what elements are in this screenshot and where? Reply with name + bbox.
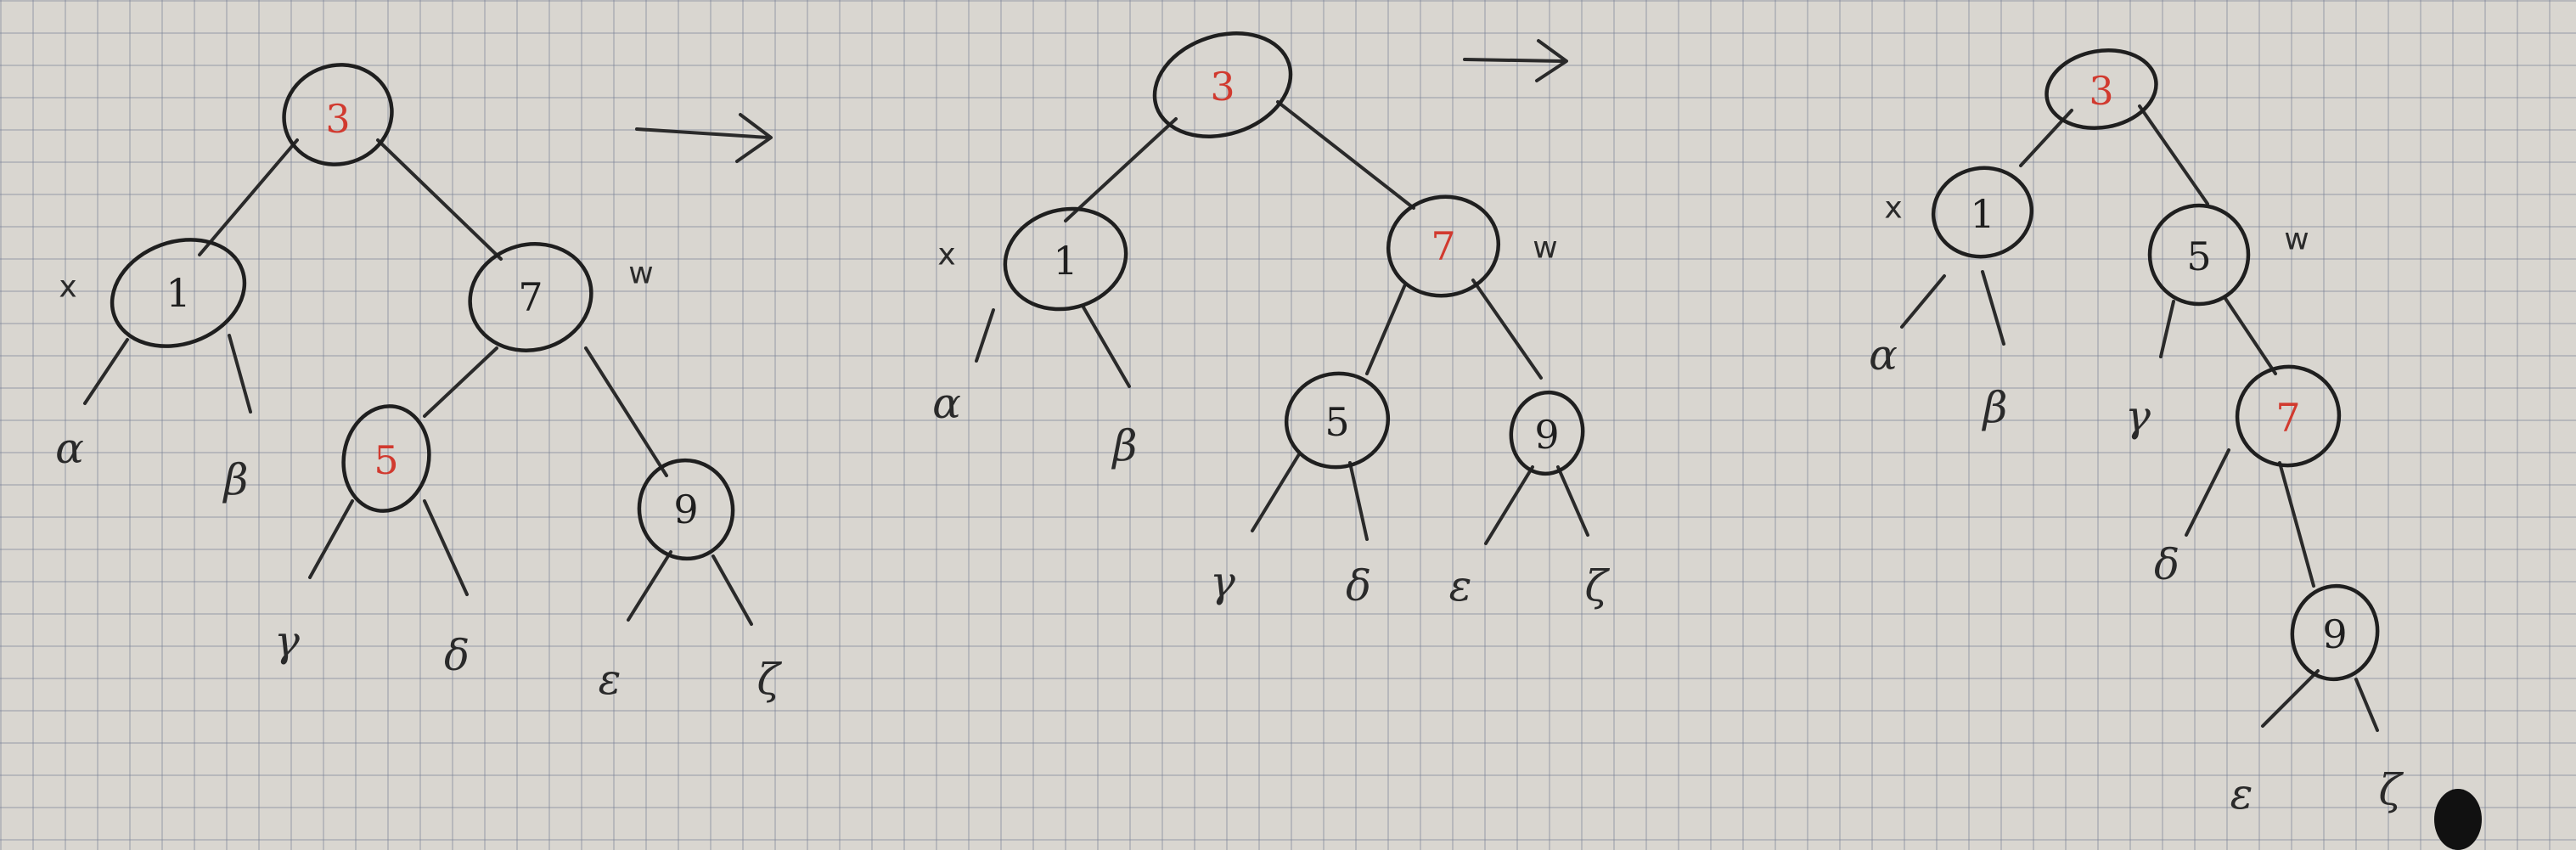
leaf-alpha: α	[932, 379, 961, 428]
node-5: 5	[341, 404, 431, 513]
node-9-key: 9	[2322, 611, 2347, 657]
edge-7-9	[1471, 279, 1543, 380]
node-9: 9	[637, 458, 735, 561]
edge-9-zeta	[2354, 678, 2379, 732]
tree-3: 3 1 x 5 w 7 9 α β γ δ ε ζ	[1869, 48, 2404, 819]
node-3-key: 3	[1210, 64, 1235, 110]
leaf-delta: δ	[444, 631, 470, 680]
node-3-key: 3	[2089, 68, 2113, 114]
edge-9-epsilon	[2261, 669, 2320, 728]
edge-7-9	[2278, 461, 2315, 588]
leaf-epsilon: ε	[1449, 561, 1472, 611]
ink-blot	[2434, 789, 2482, 850]
edge-7-delta	[2185, 448, 2230, 537]
node-1-key: 1	[166, 270, 190, 316]
node-7: 7	[2235, 364, 2342, 468]
node-7-key: 7	[518, 274, 543, 320]
edge-5-gamma	[1251, 453, 1301, 532]
node-5-key: 5	[2186, 234, 2211, 279]
edge-7-5	[1365, 283, 1407, 375]
node-7-key: 7	[1431, 223, 1455, 269]
edge-3-7	[376, 138, 503, 261]
node-5: 5	[2147, 203, 2251, 307]
node-5-key: 5	[374, 437, 398, 483]
node-7: 7	[468, 242, 593, 352]
leaf-alpha: α	[55, 424, 84, 473]
edge-1-beta	[1081, 304, 1131, 388]
leaf-delta: δ	[1346, 561, 1371, 611]
arrow-2: →	[1463, 39, 1568, 82]
tree-2: 3 1 x 7 w 5 9 α β γ δ ε ζ	[932, 31, 1610, 611]
node-1: 1	[1931, 166, 2034, 259]
node-9: 9	[1509, 390, 1585, 476]
edge-1-alpha	[83, 338, 129, 405]
edge-9-epsilon	[627, 550, 672, 622]
edge-5-gamma	[308, 499, 354, 579]
leaf-gamma: γ	[1210, 557, 1235, 606]
edge-5-delta	[423, 499, 469, 596]
node-7: 7	[1386, 194, 1501, 298]
edge-7-9	[584, 346, 668, 477]
node-9-key: 9	[673, 487, 698, 532]
edge-5-7	[2223, 296, 2277, 375]
edge-1-alpha	[975, 308, 995, 363]
node-7-tag: w	[1533, 231, 1557, 266]
node-7-key: 7	[2275, 395, 2300, 441]
edge-9-zeta	[711, 554, 753, 626]
node-1-key: 1	[1053, 238, 1077, 284]
edge-9-epsilon	[1484, 465, 1534, 545]
edge-5-gamma	[2159, 300, 2175, 358]
edge-3-1	[1064, 117, 1178, 222]
tree-1: 3 1 x 7 w 5 9 α β γ δ ε ζ	[55, 63, 782, 704]
edge-5-delta	[1348, 461, 1369, 541]
leaf-gamma: γ	[274, 616, 300, 666]
node-1: 1	[1003, 206, 1128, 312]
leaf-beta: β	[1982, 383, 2008, 432]
arrow-1: →	[635, 113, 773, 163]
leaf-zeta: ζ	[2378, 765, 2404, 814]
leaf-beta: β	[1111, 421, 1138, 470]
edge-3-5	[2138, 104, 2209, 205]
edge-7-5	[423, 346, 498, 418]
node-5: 5	[1284, 371, 1391, 470]
edge-3-7	[1276, 100, 1415, 210]
node-7-tag: w	[628, 256, 653, 291]
node-9-key: 9	[1534, 412, 1559, 458]
edge-9-zeta	[1556, 465, 1589, 537]
node-5-tag: w	[2284, 222, 2309, 257]
node-9: 9	[2290, 583, 2380, 682]
node-3: 3	[2044, 48, 2158, 130]
node-1-tag: x	[937, 238, 955, 273]
leaf-gamma: γ	[2125, 391, 2151, 441]
edge-1-beta	[228, 334, 252, 414]
node-3-key: 3	[325, 96, 350, 142]
edge-1-beta	[1981, 270, 2005, 346]
edge-3-1	[198, 138, 299, 256]
arrow-1-label: →	[705, 115, 716, 131]
leaf-epsilon: ε	[2230, 769, 2253, 819]
leaf-beta: β	[222, 455, 249, 504]
leaf-delta: δ	[2154, 540, 2179, 589]
node-3: 3	[1152, 31, 1293, 138]
node-1-key: 1	[1970, 191, 1994, 237]
node-1-tag: x	[1884, 191, 1902, 226]
leaf-zeta: ζ	[756, 655, 782, 704]
node-3: 3	[282, 63, 394, 166]
node-5-key: 5	[1325, 399, 1349, 445]
node-1-tag: x	[59, 270, 76, 305]
leaf-epsilon: ε	[599, 655, 622, 704]
leaf-zeta: ζ	[1584, 561, 1610, 611]
leaf-alpha: α	[1869, 330, 1898, 380]
node-1: 1	[110, 238, 247, 348]
edge-1-alpha	[1900, 274, 1946, 329]
